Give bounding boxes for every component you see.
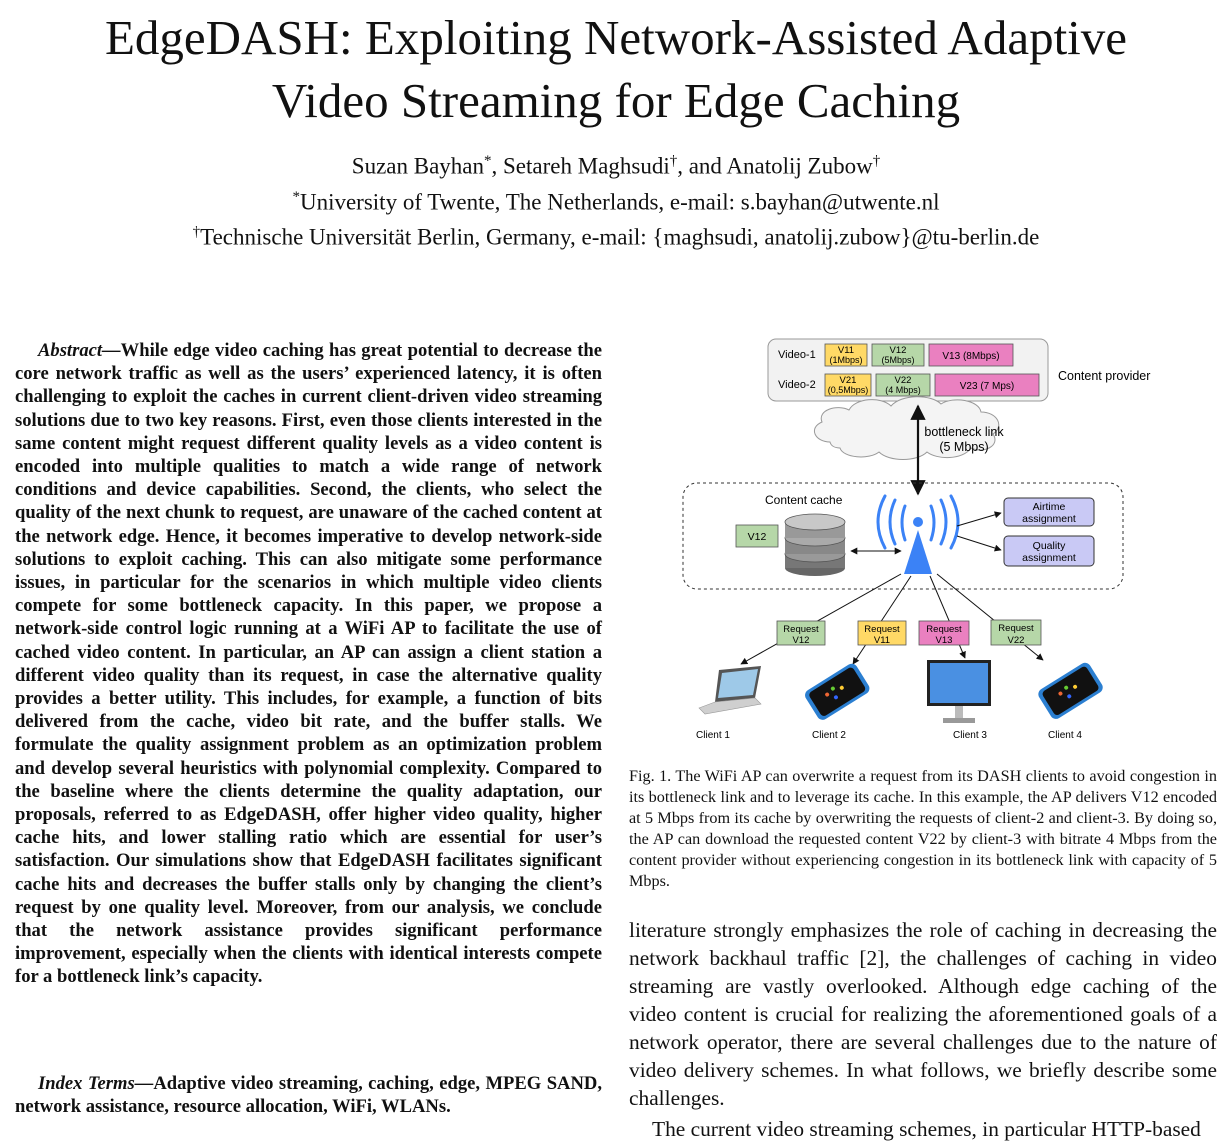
index-terms-lead: Index Terms—: [38, 1073, 154, 1094]
paper-title: EdgeDASH: Exploiting Network-Assisted Ad…: [0, 6, 1232, 132]
v11-rate: (1Mbps): [829, 355, 862, 365]
v21-box: [824, 373, 872, 397]
affiliation-2: †Technische Universität Berlin, Germany,…: [192, 224, 1040, 250]
client-1-label: Client 1: [696, 730, 730, 741]
ap-center-icon: [913, 517, 923, 527]
airtime-label-1: Airtime: [1033, 501, 1066, 513]
author-names: Suzan Bayhan*, Setareh Maghsudi†, and An…: [351, 153, 881, 179]
v13-box: [928, 343, 1014, 367]
request-box-3: [918, 620, 970, 646]
v12-label: V12: [890, 345, 907, 356]
request-box-4: [990, 619, 1042, 646]
airtime-box: [1003, 497, 1095, 527]
quality-label-2: assignment: [1022, 552, 1076, 564]
database-icon: [784, 513, 846, 576]
wifi-ap-icon: [876, 494, 960, 550]
v21-label: V21: [840, 375, 857, 386]
request-word-3: Request: [926, 624, 962, 635]
request-value-4: V22: [1008, 635, 1025, 646]
cloud-shape: [813, 396, 1000, 460]
v23-box: [934, 373, 1040, 397]
monitor-icon: [927, 660, 991, 723]
ap-client4-arrow: [936, 573, 1044, 661]
v22-rate: (4 Mbps): [885, 385, 921, 395]
ap-client1-arrow: [740, 573, 902, 665]
client-4-label: Client 4: [1048, 730, 1082, 741]
bottleneck-label-2: (5 Mbps): [939, 440, 988, 454]
v22-label: V22: [895, 375, 912, 386]
title-line-1: EdgeDASH: Exploiting Network-Assisted Ad…: [104, 10, 1128, 65]
content-provider-label: Content provider: [1058, 369, 1150, 383]
author-2: Setareh Maghsudi: [503, 153, 670, 179]
request-box-1: [776, 620, 826, 646]
quality-label-1: Quality: [1033, 540, 1066, 552]
abstract-text: While edge video caching has great poten…: [15, 340, 602, 988]
author-1: Suzan Bayhan: [351, 153, 484, 179]
phone-icon-client-2: [805, 663, 870, 720]
ap-tower-icon: [904, 530, 932, 574]
v23-label: V23 (7 Mps): [960, 381, 1014, 392]
request-value-3: V13: [936, 635, 953, 646]
bottleneck-label-1: bottleneck link: [924, 425, 1004, 439]
affiliation-1: *University of Twente, The Netherlands, …: [292, 188, 940, 215]
airtime-label-2: assignment: [1022, 513, 1076, 525]
client-3-label: Client 3: [953, 730, 987, 741]
cache-item-box: [735, 524, 779, 548]
ap-client2-arrow: [852, 575, 912, 665]
video-2-label: Video-2: [778, 379, 816, 391]
laptop-icon: [698, 666, 762, 715]
figure-caption: Fig. 1. The WiFi AP can overwrite a requ…: [629, 767, 1217, 890]
v22-box: [875, 373, 931, 397]
affiliation-2-mark: †: [192, 224, 201, 241]
body-paragraph-next: The current video streaming schemes, in …: [652, 1117, 1201, 1141]
ap-airtime-arrow: [956, 511, 1002, 527]
client-2-label: Client 2: [812, 730, 846, 741]
author-block: Suzan Bayhan*, Setareh Maghsudi†, and An…: [0, 146, 1232, 253]
network-diagram: Video-1 Video-2 V11 (1Mbps) V12 (5Mbps) …: [682, 338, 1150, 741]
cache-item-label: V12: [748, 531, 767, 543]
v12-box: [871, 343, 925, 367]
request-word-1: Request: [783, 624, 819, 635]
video-1-label: Video-1: [778, 349, 816, 361]
ap-quality-arrow: [956, 535, 1002, 552]
quality-box: [1003, 535, 1095, 567]
request-box-2: [857, 620, 907, 646]
phone-icon-client-4: [1038, 662, 1103, 719]
v21-rate: (0,5Mbps): [828, 385, 869, 395]
request-word-4: Request: [998, 623, 1034, 634]
v11-label: V11: [838, 345, 854, 356]
affiliation-1-mark: *: [292, 188, 300, 205]
figure-1: Video-1 Video-2 V11 (1Mbps) V12 (5Mbps) …: [675, 330, 1175, 750]
request-word-2: Request: [864, 624, 900, 635]
content-cache-label: Content cache: [765, 493, 843, 507]
v13-label: V13 (8Mbps): [942, 351, 999, 362]
abstract: Abstract—While edge video caching has gr…: [15, 339, 602, 989]
title-line-2: Video Streaming for Edge Caching: [271, 73, 961, 128]
body-paragraph: literature strongly emphasizes the role …: [629, 918, 1217, 1110]
abstract-lead: Abstract—: [38, 340, 121, 361]
v11-box: [824, 343, 868, 367]
index-terms-text: Adaptive video streaming, caching, edge,…: [15, 1073, 602, 1118]
request-value-1: V12: [793, 635, 810, 646]
author-1-mark: *: [484, 153, 492, 169]
author-2-mark: †: [669, 153, 678, 169]
v12-rate: (5Mbps): [881, 355, 914, 365]
author-3-mark: †: [872, 153, 881, 169]
author-3: and Anatolij Zubow: [688, 153, 873, 179]
index-terms: Index Terms—Adaptive video streaming, ca…: [15, 1072, 602, 1118]
request-value-2: V11: [874, 635, 890, 646]
